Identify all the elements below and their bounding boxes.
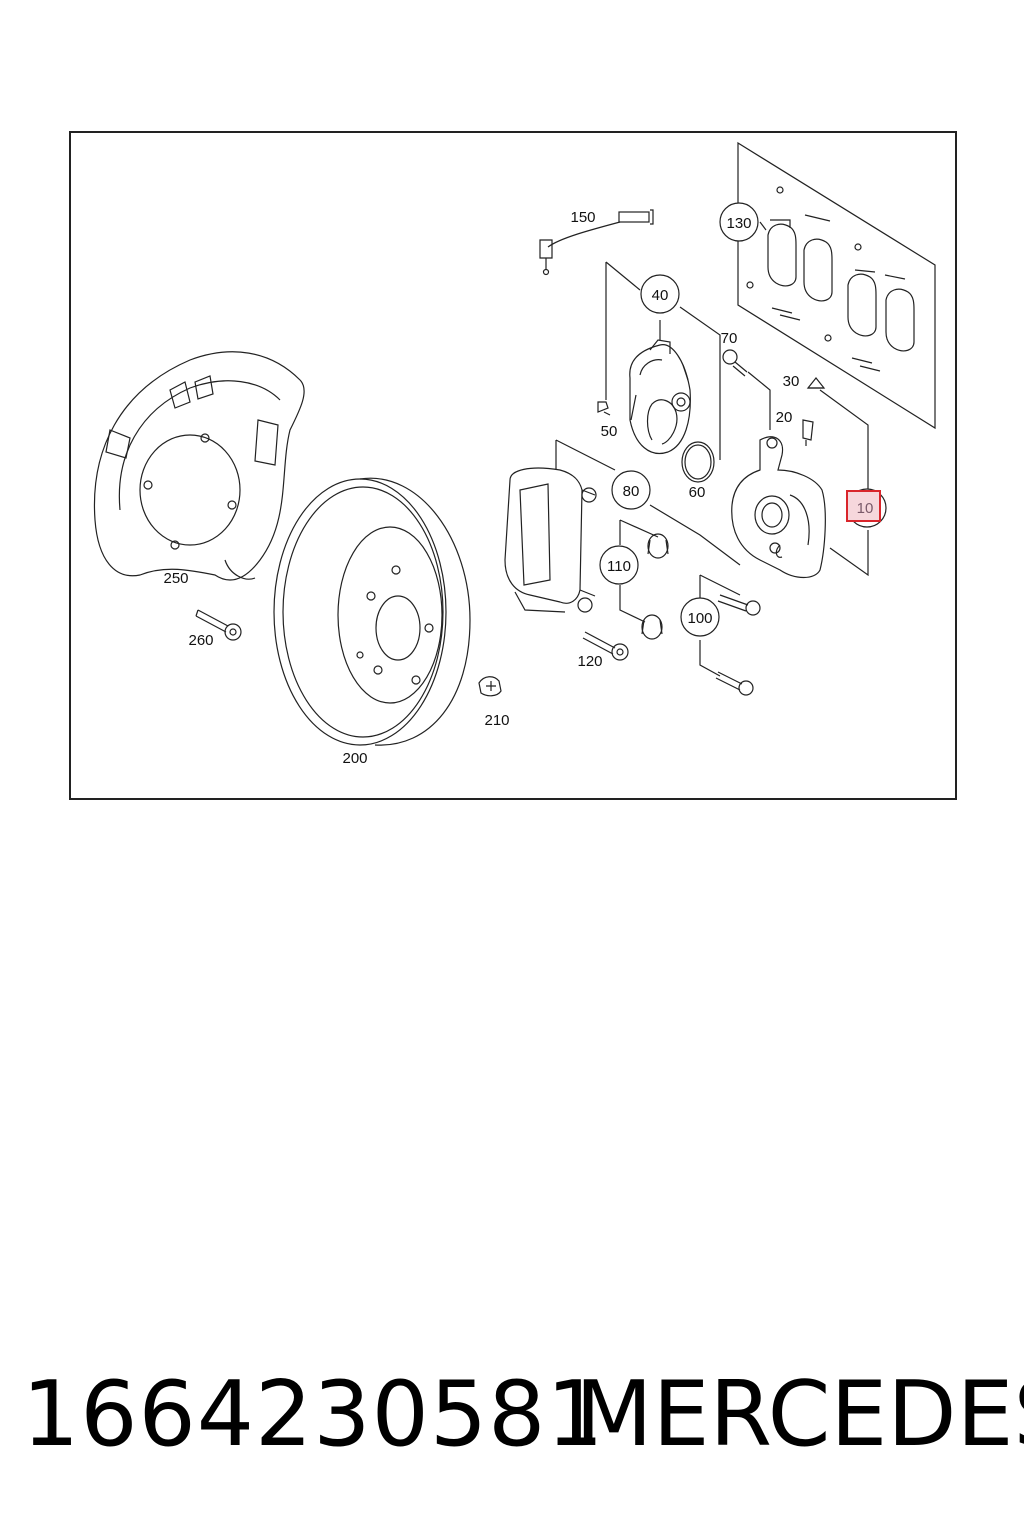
label-50[interactable]: 50 [601,423,618,440]
caliper-10-drawing [731,436,826,579]
parts-diagram: 130 40 80 110 100 10 150 70 30 20 50 60 [93,141,936,767]
o-ring-60-drawing [681,441,715,483]
svg-text:40: 40 [652,287,669,304]
part-number: 1664230581 [22,1362,605,1467]
parts-diagram-frame: 130 40 80 110 100 10 150 70 30 20 50 60 [69,131,957,800]
callout-100[interactable]: 100 [680,597,720,637]
screw-210-drawing [478,676,502,697]
svg-text:80: 80 [623,483,640,500]
bolt-120-drawing [582,631,629,661]
label-200[interactable]: 200 [342,750,367,767]
wear-sensor-150-drawing [539,209,654,276]
label-60[interactable]: 60 [689,484,706,501]
svg-text:10: 10 [857,500,874,517]
callout-130[interactable]: 130 [719,202,759,242]
brake-disc-drawing [273,477,471,746]
pad-set-frame [737,141,936,430]
label-260[interactable]: 260 [188,632,213,649]
label-30[interactable]: 30 [783,373,800,390]
label-250[interactable]: 250 [163,570,188,587]
bleeder-20-drawing [802,419,814,446]
svg-text:130: 130 [726,215,751,232]
caliper-carrier-80-drawing [504,467,597,613]
bolt-260-drawing [195,609,242,641]
label-20[interactable]: 20 [776,409,793,426]
callout-10-highlighted[interactable]: 10 [846,488,887,528]
bolt-70-drawing [722,349,748,377]
callout-110[interactable]: 110 [599,545,639,585]
actuator-40-drawing [629,339,691,454]
label-150[interactable]: 150 [570,209,595,226]
cap-30-drawing [806,377,826,389]
guide-bolt-100-drawing [715,594,761,696]
screw-50-drawing [597,401,611,416]
bushing-110-drawing [641,533,669,640]
svg-text:110: 110 [607,558,631,575]
svg-text:100: 100 [687,610,712,627]
label-120[interactable]: 120 [577,653,602,670]
label-210[interactable]: 210 [484,712,509,729]
brake-pads-130-drawing [746,186,915,372]
label-70[interactable]: 70 [721,330,738,347]
dust-shield-drawing [93,351,305,581]
manufacturer-name: MERCEDES [575,1362,1024,1467]
callout-40[interactable]: 40 [640,274,680,314]
callout-80[interactable]: 80 [611,470,651,510]
